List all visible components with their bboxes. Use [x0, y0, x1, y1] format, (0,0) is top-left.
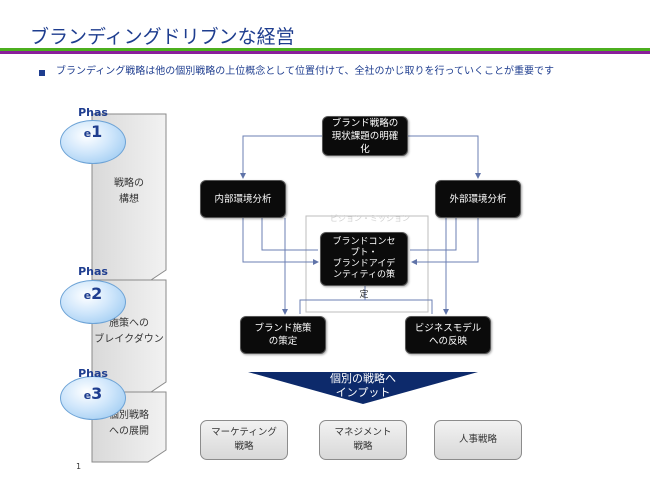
phase3-label-line2: への展開	[109, 426, 149, 437]
phase2-badge	[60, 280, 126, 324]
phase3-num: 3	[91, 384, 103, 403]
box-marketing-strategy: マーケティング 戦略	[200, 420, 288, 460]
box-center-line4: ンティティの策	[333, 270, 395, 280]
box-top-line2: 現状課題の明確	[331, 130, 399, 142]
box-management-line2: 戦略	[353, 441, 373, 452]
phase2-label-line1: 施策への	[109, 318, 149, 329]
phase1-word: Phas	[78, 106, 108, 119]
box-center-line5: 定	[359, 290, 369, 300]
phase2-num: 2	[91, 284, 103, 303]
box-hr-strategy: 人事戦略	[434, 420, 522, 460]
header-rule-green	[0, 48, 650, 51]
box-marketing-line2: 戦略	[234, 441, 254, 452]
phase3-word: Phas	[78, 367, 108, 380]
box-hr-line1: 人事戦略	[458, 434, 497, 445]
page-number: 1	[76, 462, 82, 471]
box-measure-line2: の策定	[268, 336, 298, 347]
box-center-line2: プト・	[350, 248, 378, 258]
phase1-label-line1: 戦略の	[114, 178, 144, 189]
phase1-label: 戦略の 構想	[92, 176, 166, 208]
phase2-label: 施策への ブレイクダウン	[92, 316, 166, 348]
phase1-letter: e	[83, 127, 92, 140]
input-arrow-line2: インプット	[335, 386, 391, 399]
box-model-line2: への反映	[428, 336, 467, 347]
phase2-word: Phas	[78, 265, 108, 278]
box-brand-strategy-issues: ブランド戦略の 現状課題の明確 化	[322, 116, 408, 156]
phase2-letter: e	[83, 289, 92, 302]
page-title: ブランディングドリブンな経営	[30, 26, 295, 48]
box-top-line1: ブランド戦略の	[331, 117, 399, 129]
box-brand-concept: ブランドコンセ プト・ ブランドアイデ ンティティの策	[320, 232, 408, 286]
box-business-model: ビジネスモデル への反映	[405, 316, 491, 354]
phase1-badge	[60, 120, 126, 164]
box-management-line1: マネジメント	[334, 427, 392, 438]
bullet-marker	[39, 70, 45, 76]
bullet-text: ブランディング戦略は他の個別戦略の上位概念として位置付けて、全社のかじ取りを行っ…	[56, 66, 554, 77]
box-marketing-line1: マーケティング	[211, 427, 277, 438]
phase3-letter: e	[83, 389, 92, 402]
phase1-label-line2: 構想	[119, 194, 139, 205]
box-center-line3: ブランドアイデ	[332, 259, 396, 269]
phase3-label: 個別戦略 への展開	[92, 408, 166, 440]
input-arrow-label: 個別の戦略へ インプット	[252, 372, 474, 400]
input-arrow-shape	[248, 372, 478, 404]
input-arrow-line1: 個別の戦略へ	[330, 372, 396, 385]
header-rule-purple	[0, 51, 650, 54]
phase3-badge	[60, 376, 126, 420]
vision-frame	[305, 215, 429, 313]
box-brand-measures: ブランド施策 の策定	[240, 316, 326, 354]
phase3-number: e3	[60, 384, 126, 403]
vision-faint-label: ビジョン・ミッション	[330, 214, 410, 223]
box-internal-analysis: 内部環境分析	[200, 180, 286, 218]
box-external-analysis: 外部環境分析	[435, 180, 521, 218]
box-top-line3: 化	[360, 143, 370, 155]
phase1-number: e1	[60, 122, 126, 141]
phase3-label-line1: 個別戦略	[109, 410, 149, 421]
box-model-line1: ビジネスモデル	[414, 323, 482, 334]
phase2-label-line2: ブレイクダウン	[94, 334, 164, 345]
box-center-line1: ブランドコンセ	[332, 237, 396, 247]
box-management-strategy: マネジメント 戦略	[319, 420, 407, 460]
box-measure-line1: ブランド施策	[254, 323, 312, 334]
phase1-num: 1	[91, 122, 103, 141]
phase2-number: e2	[60, 284, 126, 303]
